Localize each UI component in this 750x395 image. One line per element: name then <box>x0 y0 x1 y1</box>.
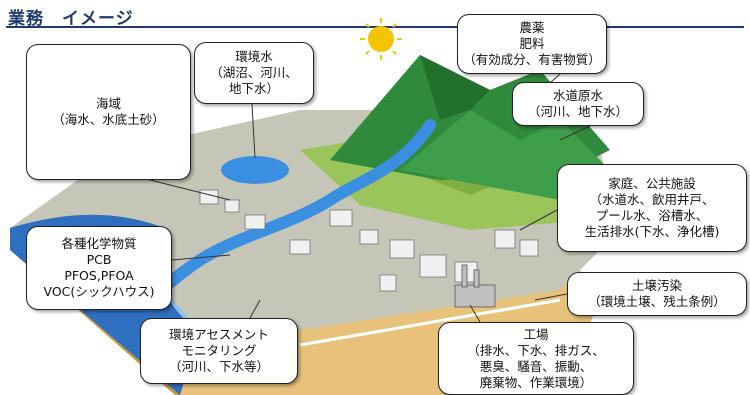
sea-area-detail: （海水、水底土砂） <box>52 112 165 127</box>
sun-rays <box>360 18 402 60</box>
label-households: 家庭、公共施設 （水道水、飲用井戸、 プール水、浴槽水、 生活排水(下水、浄化槽… <box>557 164 747 252</box>
lake <box>221 156 289 184</box>
assessment-title: 環境アセスメント <box>169 327 269 342</box>
factory-detail-3: 廃棄物、作業環境） <box>479 374 593 390</box>
environmental-water-title: 環境水 <box>235 49 273 64</box>
sea-area-title: 海域 <box>95 96 121 111</box>
title-underline <box>6 26 744 28</box>
sun-icon <box>368 26 394 52</box>
label-raw-water: 水道原水 （河川、地下水） <box>512 82 644 126</box>
label-assessment: 環境アセスメント モニタリング （河川、下水等） <box>140 318 298 384</box>
factory-detail-1: （排水、下水、排ガス、 <box>467 342 605 358</box>
city-buildings <box>199 189 539 292</box>
monitoring-title: モニタリング <box>181 343 257 358</box>
label-environmental-water: 環境水 （湖沼、河川、 地下水） <box>194 42 314 104</box>
raw-water-detail: （河川、地下水） <box>527 104 628 119</box>
label-pesticides: 農薬 肥料 （有効成分、有害物質） <box>457 14 607 74</box>
label-soil-contamination: 土壌汚染 （環境土壌、残土条例） <box>567 272 747 316</box>
label-sea-area: 海域 （海水、水底土砂） <box>26 44 191 180</box>
factory-title: 工場 <box>523 326 549 342</box>
assessment-detail: （河川、下水等） <box>168 359 269 374</box>
chemicals-title: 各種化学物質 <box>61 236 137 251</box>
raw-water-title: 水道原水 <box>552 88 603 103</box>
environmental-water-detail-1: （湖沼、河川、 <box>210 65 298 80</box>
environmental-water-detail-2: 地下水） <box>228 81 279 96</box>
pesticides-detail: （有効成分、有害物質） <box>463 52 601 67</box>
pesticides-title: 農薬 <box>519 20 545 35</box>
fertilizer-title: 肥料 <box>519 36 545 51</box>
factory-detail-2: 悪臭、騒音、振動、 <box>479 358 593 374</box>
households-detail-3: 生活排水(下水、浄化槽) <box>584 224 720 239</box>
chemicals-pfos: PFOS,PFOA <box>64 268 134 283</box>
page-title: 業務 イメージ <box>8 9 134 29</box>
chemicals-pcb: PCB <box>86 252 112 267</box>
underground-pipe <box>299 298 561 347</box>
households-detail-2: プール水、浴槽水、 <box>595 208 709 223</box>
soil-contamination-detail: （環境土壌、残土条例） <box>588 294 726 309</box>
label-factory: 工場 （排水、下水、排ガス、 悪臭、騒音、振動、 廃棄物、作業環境） <box>438 322 634 395</box>
households-detail-1: （水道水、飲用井戸、 <box>589 192 715 207</box>
soil-contamination-title: 土壌汚染 <box>631 278 682 293</box>
mountain-shade <box>420 55 490 120</box>
label-chemicals: 各種化学物質 PCB PFOS,PFOA VOC(シックハウス) <box>26 226 172 310</box>
chemicals-voc: VOC(シックハウス) <box>43 284 155 299</box>
households-title: 家庭、公共施設 <box>608 176 696 191</box>
factory <box>454 264 496 308</box>
